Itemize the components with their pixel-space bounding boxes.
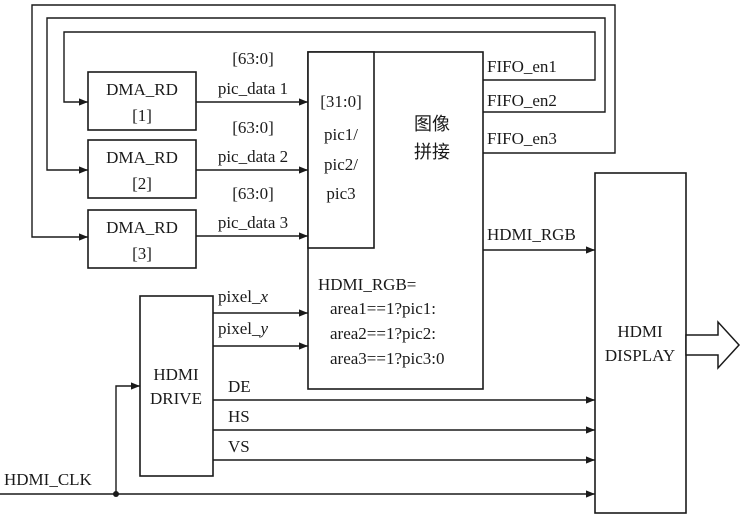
fifo-en2-feedback-line [46, 17, 606, 174]
dma-rd-2-title: DMA_RD [106, 148, 178, 167]
drive-title-line-2: DRIVE [150, 389, 202, 408]
pixel-x-label: pixel_x [218, 287, 269, 306]
fifo-en1-label: FIFO_en1 [487, 57, 557, 76]
merge-title-line-2: 拼接 [414, 142, 450, 163]
pixel-y-label: pixel_y [218, 319, 269, 338]
dma-rd-1-title: DMA_RD [106, 80, 178, 99]
fifo-en3-label: FIFO_en3 [487, 129, 557, 148]
merge-formula-line-3: area2==1?pic2: [330, 324, 436, 343]
display-title-line-1: HDMI [617, 322, 663, 341]
hs-label: HS [228, 407, 250, 426]
dma-rd-1-index: [1] [132, 106, 152, 125]
merge-formula-line-2: area1==1?pic1: [330, 299, 436, 318]
fifo-en2-label: FIFO_en2 [487, 91, 557, 110]
pic-data-2-label: pic_data 2 [218, 147, 288, 166]
vs-label: VS [228, 437, 250, 456]
hdmi-clk-label: HDMI_CLK [4, 470, 93, 489]
dma-rd-block-2: DMA_RD [2] [87, 139, 197, 199]
hdmi-display-block: HDMI DISPLAY [594, 172, 687, 514]
dma-rd-block-1: DMA_RD [1] [87, 71, 197, 131]
de-label: DE [228, 377, 251, 396]
hdmi-clk-junction [113, 491, 119, 497]
drive-title-line-1: HDMI [153, 365, 199, 384]
merge-inner-line-2: pic1/ [324, 125, 358, 144]
image-merge-block: [31:0] pic1/ pic2/ pic3 图像 拼接 HDMI_RGB= … [307, 51, 484, 390]
dma-rd-2-index: [2] [132, 174, 152, 193]
pic-select-sub-block [307, 51, 375, 249]
display-output-arrow [685, 320, 741, 370]
pic-data-1-bus-width: [63:0] [232, 49, 274, 68]
pic-data-2-bus-width: [63:0] [232, 118, 274, 137]
pic-data-3-bus-width: [63:0] [232, 184, 274, 203]
dma-rd-3-index: [3] [132, 244, 152, 263]
hdmi-clk-to-drive-line [115, 382, 140, 494]
fifo-en3-feedback-line [31, 4, 616, 241]
hdmi-drive-block: HDMI DRIVE [139, 295, 214, 477]
merge-formula-line-1: HDMI_RGB= [318, 275, 416, 294]
merge-inner-line-4: pic3 [326, 184, 355, 203]
pic-data-1-label: pic_data 1 [218, 79, 288, 98]
hdmi-rgb-label: HDMI_RGB [487, 225, 576, 244]
pic-data-3-label: pic_data 3 [218, 213, 288, 232]
fifo-en1-feedback-line [63, 31, 596, 106]
merge-inner-line-1: [31:0] [320, 92, 362, 111]
merge-formula-line-4: area3==1?pic3:0 [330, 349, 445, 368]
merge-inner-line-3: pic2/ [324, 155, 358, 174]
dma-rd-block-3: DMA_RD [3] [87, 209, 197, 269]
dma-rd-3-title: DMA_RD [106, 218, 178, 237]
display-title-line-2: DISPLAY [605, 346, 675, 365]
merge-title-line-1: 图像 [414, 114, 450, 135]
